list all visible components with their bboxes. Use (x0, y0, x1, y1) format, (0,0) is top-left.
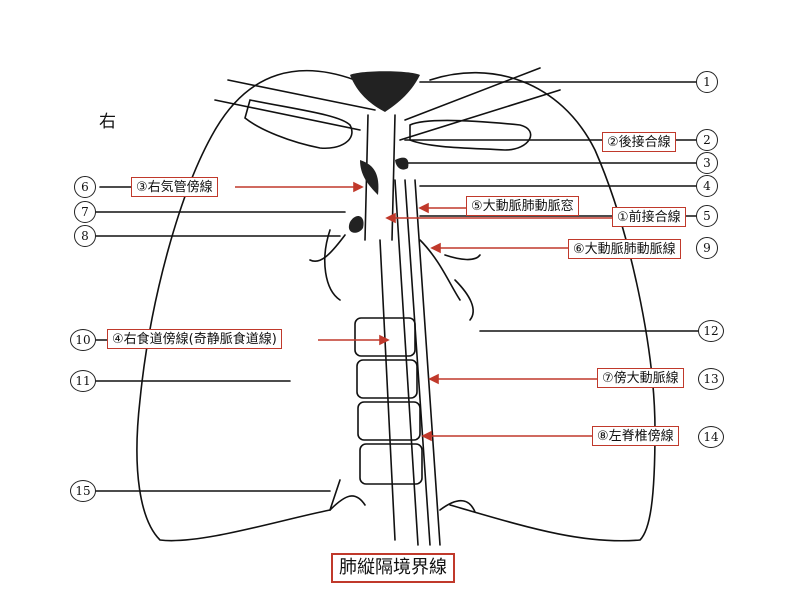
number-9: 9 (696, 237, 718, 259)
number-3: 3 (696, 152, 718, 174)
number-15: 15 (70, 480, 96, 502)
right-lung-outline (136, 69, 356, 542)
aortopulmonary-window-label: ⑤大動脈肺動脈窓 (466, 196, 579, 216)
azygos-node (348, 216, 364, 233)
number-5: 5 (696, 205, 718, 227)
aortopulmonary-line-label: ⑥大動脈肺動脈線 (568, 239, 681, 259)
number-13: 13 (698, 368, 724, 390)
number-6: 6 (74, 176, 96, 198)
number-8: 8 (74, 225, 96, 247)
number-2: 2 (696, 129, 718, 151)
left-clavicle (409, 119, 532, 151)
left-paraspinal-line-label: ⑧左脊椎傍線 (592, 426, 679, 446)
right-clavicle (244, 99, 353, 150)
diagram-title: 肺縦隔境界線 (331, 553, 455, 583)
right-side-label: 右 (99, 112, 116, 132)
left-lung-outline (429, 71, 656, 542)
azygos-shadow (360, 160, 379, 195)
number-10: 10 (70, 329, 96, 351)
posterior-junction-line-label: ②後接合線 (602, 132, 676, 152)
number-1: 1 (696, 71, 718, 93)
paraaortic-line-label: ⑦傍大動脈線 (597, 368, 684, 388)
right-paratracheal-line-label: ③右気管傍線 (131, 177, 218, 197)
right-paraesophageal-line-label: ④右食道傍線(奇静脈食道線) (107, 329, 282, 349)
anterior-junction-line-label: ①前接合線 (612, 207, 686, 227)
number-11: 11 (70, 370, 96, 392)
number-7: 7 (74, 201, 96, 223)
number-4: 4 (696, 175, 718, 197)
number-14: 14 (698, 426, 724, 448)
thymus-shadow (350, 71, 420, 112)
number-12: 12 (698, 320, 724, 342)
